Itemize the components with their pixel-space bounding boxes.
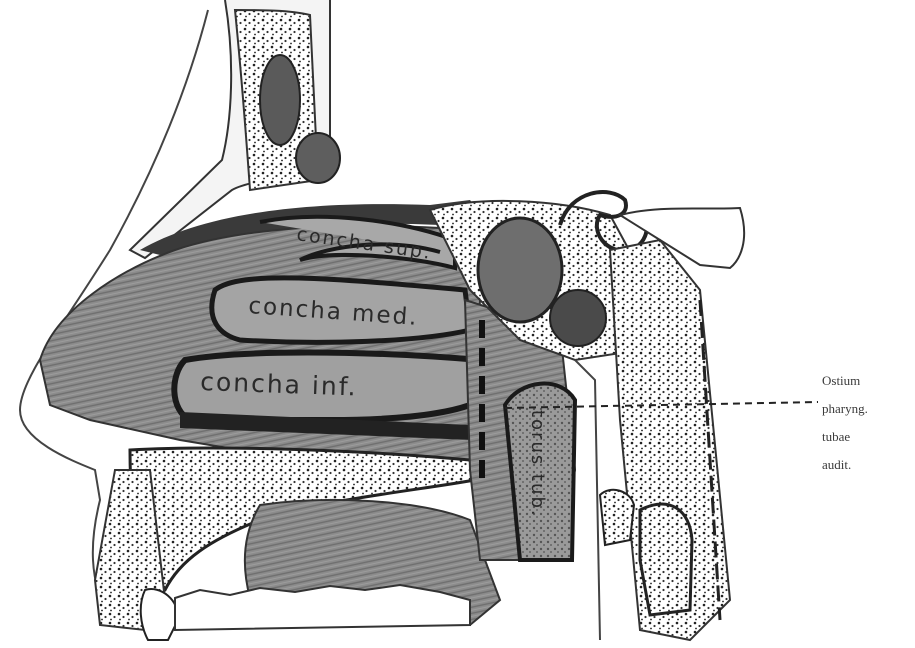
ethmoid-cell [296,133,340,183]
vertebra-axis [640,504,692,615]
label-concha-inf: concha inf. [200,367,358,401]
teeth-row [175,585,470,630]
callout-line-3: tubae [822,430,868,444]
callout-line-1: Ostium [822,374,868,388]
pharynx-wall [575,360,600,640]
sphenoid-sinus [478,218,562,322]
sphenoid-sinus-lower [550,290,606,346]
frontal-sinus [260,55,300,145]
label-torus-tub: torus tub. [527,410,548,518]
incisor-tooth [141,589,178,640]
vertebra-atlas [600,490,634,545]
callout-line-4: audit. [822,458,868,472]
callout-line-2: pharyng. [822,402,868,416]
callout-ostium-pharyngeum: Ostium pharyng. tubae audit. [822,360,868,486]
